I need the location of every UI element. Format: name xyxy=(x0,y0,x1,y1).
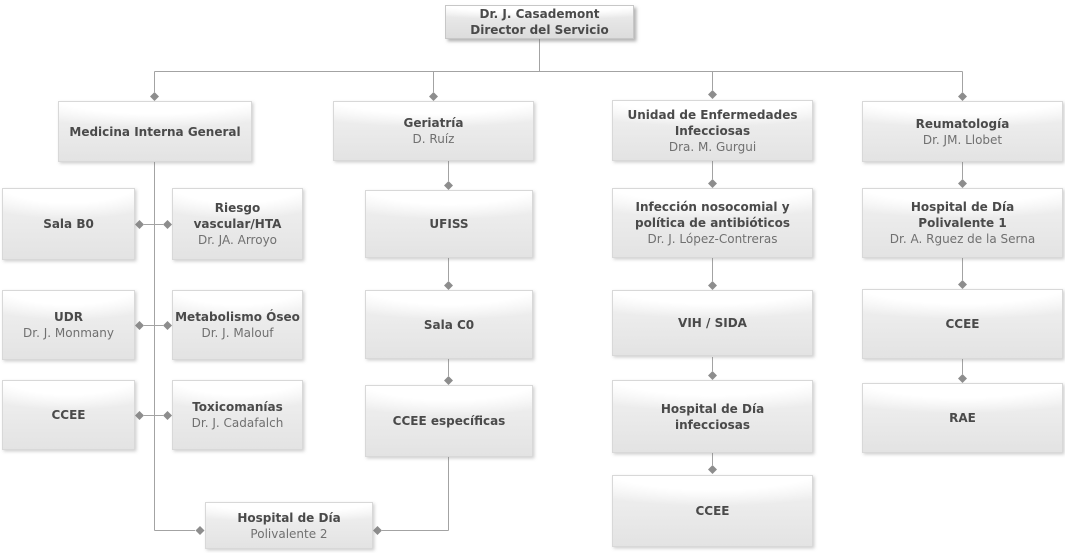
node-medicina-interna-general: Medicina Interna General xyxy=(58,101,252,162)
node-title: Medicina Interna General xyxy=(69,124,241,139)
node-subtitle: Dr. J. Cadafalch xyxy=(191,416,284,430)
node-hospital-dia-polivalente-2: Hospital de Día Polivalente 2 xyxy=(205,502,373,549)
node-subtitle: Director del Servicio xyxy=(470,23,609,37)
node-title: CCEE xyxy=(945,317,980,331)
node-subtitle: Dr. JM. Llobet xyxy=(922,132,1003,147)
node-rae: RAE xyxy=(862,383,1063,453)
node-title: Sala C0 xyxy=(423,317,475,332)
node-toxicomanias: Toxicomanías Dr. J. Cadafalch xyxy=(172,380,303,450)
node-title: Toxicomanías xyxy=(192,400,283,414)
node-hospital-dia-polivalente-1: Hospital de Día Polivalente 1 Dr. A. Rgu… xyxy=(862,188,1063,258)
node-sala-b0: Sala B0 xyxy=(2,188,135,260)
node-infeccion-nosocomial: Infección nosocomial y política de antib… xyxy=(612,188,813,258)
node-title: UDR xyxy=(54,310,83,324)
node-geriatria: Geriatría D. Ruíz xyxy=(333,101,534,161)
node-subtitle: Dr. JA. Arroyo xyxy=(197,233,278,247)
node-subtitle: Polivalente 2 xyxy=(250,526,328,541)
node-subtitle: Dr. J. Malouf xyxy=(201,326,274,340)
node-subtitle: Dr. A. Rguez de la Serna xyxy=(889,232,1036,246)
node-udr: UDR Dr. J. Monmany xyxy=(2,290,135,360)
node-ccee-infecciosas: CCEE xyxy=(612,475,813,547)
node-ccee-reumatologia: CCEE xyxy=(862,289,1063,359)
node-title: CCEE xyxy=(51,408,86,422)
node-title: Hospital de Día Polivalente 1 xyxy=(910,200,1015,230)
node-title: Unidad de Enfermedades Infecciosas xyxy=(627,107,798,138)
node-subtitle: Dr. J. Monmany xyxy=(23,326,114,340)
node-subtitle: Dr. J. López-Contreras xyxy=(647,232,778,246)
node-title: VIH / SIDA xyxy=(678,316,747,330)
node-title: RAE xyxy=(949,411,976,425)
node-title: Infección nosocomial y política de antib… xyxy=(635,200,790,230)
node-ufiss: UFISS xyxy=(365,190,533,258)
node-vih-sida: VIH / SIDA xyxy=(612,290,813,356)
node-metabolismo-oseo: Metabolismo Óseo Dr. J. Malouf xyxy=(172,290,303,360)
node-title: UFISS xyxy=(429,217,469,231)
node-hospital-dia-infecciosas: Hospital de Día infecciosas xyxy=(612,380,813,453)
node-subtitle: D. Ruíz xyxy=(412,132,455,146)
node-reumatologia: Reumatología Dr. JM. Llobet xyxy=(862,101,1063,162)
node-title: Riesgo vascular/HTA xyxy=(193,201,282,231)
node-title: Hospital de Día infecciosas xyxy=(660,401,765,432)
node-title: CCEE xyxy=(695,504,730,518)
node-ccee-medicina: CCEE xyxy=(2,380,135,450)
node-title: Dr. J. Casademont xyxy=(479,7,600,21)
node-riesgo-vascular-hta: Riesgo vascular/HTA Dr. JA. Arroyo xyxy=(172,188,303,260)
node-title: Geriatría xyxy=(403,116,464,130)
node-ccee-especificas: CCEE específicas xyxy=(365,385,533,457)
node-title: CCEE específicas xyxy=(392,414,506,428)
node-sala-c0: Sala C0 xyxy=(365,290,533,359)
node-title: Metabolismo Óseo xyxy=(175,310,300,324)
node-title: Hospital de Día xyxy=(237,510,341,525)
node-director: Dr. J. Casademont Director del Servicio xyxy=(445,5,634,39)
node-unidad-enfermedades-infecciosas: Unidad de Enfermedades Infecciosas Dra. … xyxy=(612,100,813,161)
node-subtitle: Dra. M. Gurgui xyxy=(668,139,757,154)
node-title: Reumatología xyxy=(915,116,1010,131)
node-title: Sala B0 xyxy=(43,217,94,231)
